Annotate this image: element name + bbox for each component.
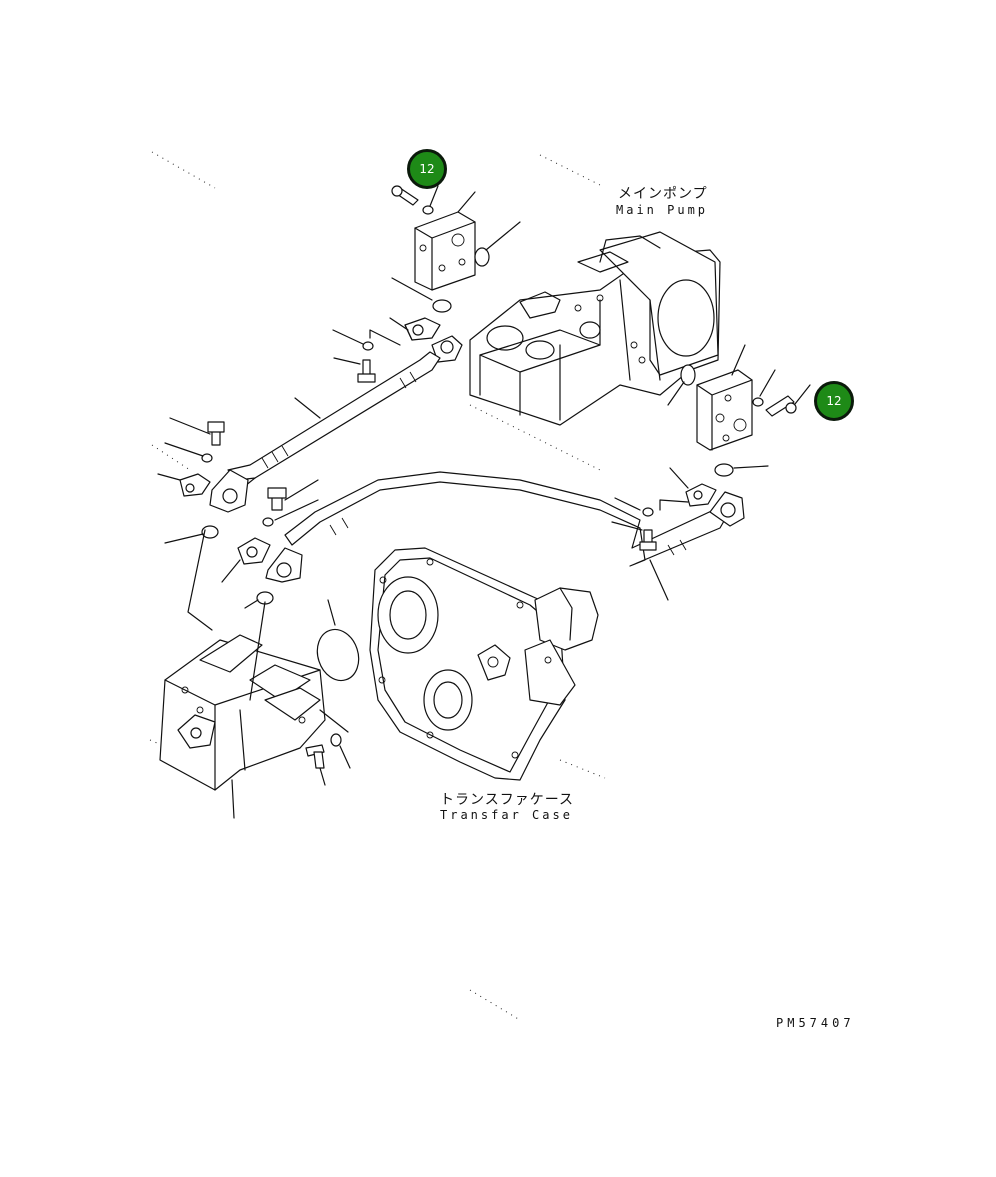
figure-code: PM57407 [776,1016,855,1030]
lower-left-block [159,529,351,819]
callout-12-right[interactable]: 12 [814,381,854,421]
callout-12-top[interactable]: 12 [407,149,447,189]
main-pump-label-jp: メインポンプ [618,186,708,202]
upper-hose [157,351,441,513]
dotted-reference-lines [149,151,606,1021]
transfer-case-label-jp: トランスファケース [440,792,575,808]
transfer-case [316,547,599,781]
main-pump [469,231,721,426]
upper-hose-flanges [332,317,463,383]
top-valve-block [391,185,521,313]
middle-hose-flanges [164,479,319,609]
lower-hose [284,467,745,601]
transfer-case-label-en: Transfar Case [440,808,573,822]
right-valve-block [667,344,811,477]
main-pump-label-en: Main Pump [616,203,709,217]
